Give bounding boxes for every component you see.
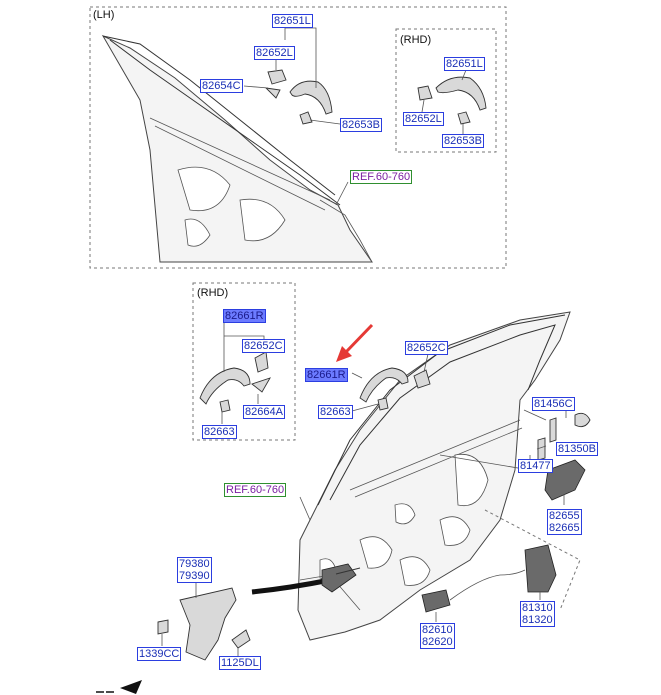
callout-81310[interactable]: 81310	[522, 602, 553, 614]
callout-ref-60-760-top[interactable]: REF.60-760	[350, 170, 413, 184]
main-handle-parts	[351, 353, 431, 412]
callout-82654C[interactable]: 82654C	[200, 79, 243, 93]
lh-handle-parts	[243, 27, 349, 206]
main-lock-parts	[421, 407, 591, 622]
red-arrow-icon	[336, 323, 374, 362]
callout-ref-60-760-main[interactable]: REF.60-760	[224, 483, 287, 497]
callout-main-82663[interactable]: 82663	[318, 405, 353, 419]
door-checker-parts	[157, 563, 361, 661]
callout-rhd-82653B[interactable]: 82653B	[442, 134, 484, 148]
callout-main-82610-82620[interactable]: 82610 82620	[420, 623, 455, 649]
callout-rhd-82651L[interactable]: 82651L	[444, 57, 485, 71]
callout-82665[interactable]: 82665	[549, 522, 580, 534]
callout-main-82652C[interactable]: 82652C	[405, 341, 448, 355]
rhd-top-handle-parts	[417, 69, 487, 134]
rhd-mid-handle-parts	[199, 322, 271, 424]
callout-rhd-82664A[interactable]: 82664A	[243, 405, 285, 419]
lh-frame	[89, 6, 507, 269]
callout-rhd-82652L[interactable]: 82652L	[403, 112, 444, 126]
callout-82620[interactable]: 82620	[422, 636, 453, 648]
callout-81320[interactable]: 81320	[522, 614, 553, 626]
rhd-mid-section-label: (RHD)	[197, 287, 229, 299]
lh-section-label: (LH)	[93, 9, 115, 21]
callout-rhd-82663[interactable]: 82663	[202, 425, 237, 439]
rhd-top-section-label: (RHD)	[400, 34, 432, 46]
callout-main-81350B[interactable]: 81350B	[556, 442, 598, 456]
callout-79390[interactable]: 79390	[179, 570, 210, 582]
lh-door-frame-drawing	[101, 34, 373, 263]
callout-82652L[interactable]: 82652L	[254, 46, 295, 60]
callout-82655[interactable]: 82655	[549, 510, 580, 522]
callout-main-1339CC[interactable]: 1339CC	[137, 647, 182, 661]
callout-82610[interactable]: 82610	[422, 624, 453, 636]
rhd-top-frame	[395, 28, 497, 153]
callout-main-81310-81320[interactable]: 81310 81320	[520, 601, 555, 627]
front-direction-arrow-icon	[96, 680, 142, 694]
callout-79380[interactable]: 79380	[179, 558, 210, 570]
callout-82651L[interactable]: 82651L	[272, 14, 313, 28]
callout-main-1125DL[interactable]: 1125DL	[219, 656, 261, 670]
callout-main-81456C[interactable]: 81456C	[532, 397, 575, 411]
callout-82653B[interactable]: 82653B	[340, 118, 382, 132]
callout-main-82655-82665[interactable]: 82655 82665	[547, 509, 582, 535]
callout-main-81477[interactable]: 81477	[518, 459, 553, 473]
callout-rhd-82661R[interactable]: 82661R	[223, 309, 266, 323]
callout-main-82661R[interactable]: 82661R	[305, 368, 348, 382]
rhd-mid-frame	[192, 282, 296, 441]
callout-rhd-82652C[interactable]: 82652C	[242, 339, 285, 353]
main-door-drawing	[297, 311, 571, 641]
callout-main-79380-79390[interactable]: 79380 79390	[177, 557, 212, 583]
